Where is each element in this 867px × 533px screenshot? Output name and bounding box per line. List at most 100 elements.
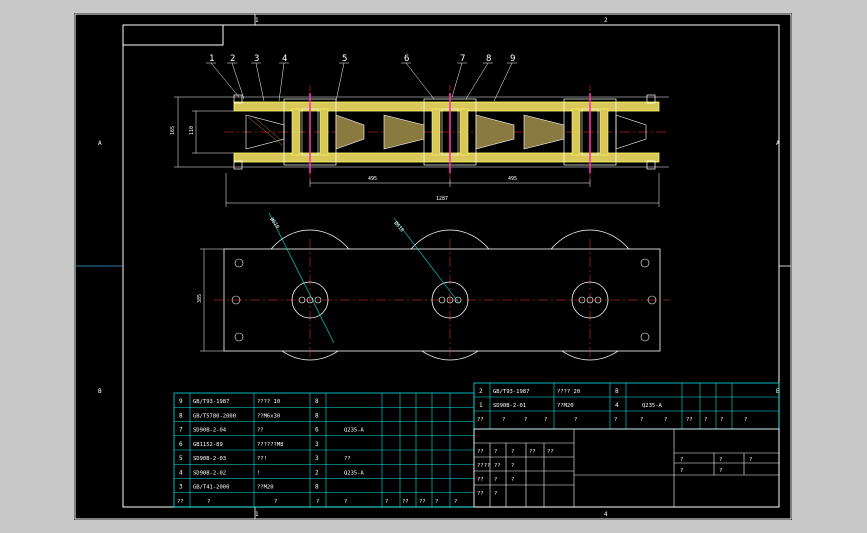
bom-left-no: 8: [179, 412, 183, 419]
section-view: 1 2 3 4 5 6 7 8 9 165 1: [170, 54, 669, 207]
bom-left-std: GB/T93-1987: [193, 399, 229, 405]
drawing-canvas[interactable]: 1 2 1 4 A B A B: [74, 13, 792, 520]
bom-left-header-cell: ?: [274, 499, 277, 505]
title-block-cell: ??: [477, 449, 484, 455]
dim-overall: 1287: [436, 196, 448, 202]
corner-box: [122, 24, 224, 46]
bom-left-name: ???? 10: [257, 399, 280, 405]
bom-left-header-cell: ??: [402, 499, 409, 505]
bom-left-std: GB/T41-2000: [193, 485, 229, 491]
bom-right-header-cell: ??: [686, 417, 693, 423]
balloon-8: 8: [486, 54, 491, 64]
zone-bottom-2: 4: [604, 511, 608, 518]
bom-left-std: SD90B-2-02: [193, 470, 226, 476]
bom-right-header-cell: ?: [544, 417, 547, 423]
bom-right-header-cell: ?: [524, 417, 527, 423]
bom-left-no: 6: [179, 441, 183, 448]
title-block-cell: ?: [494, 491, 497, 497]
bom-left-header-cell: ?: [316, 499, 319, 505]
top-plate: [233, 101, 660, 112]
dim-height-outer: 165: [170, 126, 176, 135]
drawing-sheet[interactable]: 1 2 1 4 A B A B: [74, 13, 792, 520]
dim-plate-height: 385: [197, 294, 203, 303]
bom-right-no: 2: [479, 388, 483, 395]
title-block-cell: ????: [477, 463, 490, 469]
title-block-cell: ??: [547, 449, 554, 455]
bom-left-qty: 3: [315, 441, 319, 448]
bom-left-qty: 2: [315, 469, 319, 476]
title-block-cell: ?: [680, 468, 683, 474]
bom-left-qty: 8: [315, 412, 319, 419]
balloon-6: 6: [404, 54, 409, 64]
bom-left-mat: Q235-A: [344, 470, 365, 476]
title-block-cell: ?: [494, 449, 497, 455]
balloon-7: 7: [460, 54, 465, 64]
bom-right-header-cell: ?: [574, 417, 577, 423]
bom-right-name: ??M20: [557, 403, 574, 409]
bom-left-std: SD90B-2-04: [193, 428, 227, 434]
title-block-cell: ?: [511, 463, 514, 469]
dim-height-inner: 110: [189, 126, 195, 135]
bom-left-qty: 6: [315, 427, 319, 434]
title-block-cell: ??: [477, 477, 484, 483]
zone-right-a: A: [776, 140, 780, 147]
bom-left-name: ??M20: [257, 485, 274, 491]
title-block-cell: ?: [719, 457, 722, 463]
sheave-2: [383, 93, 515, 173]
bom-left-no: 5: [179, 455, 183, 462]
outer-border: [74, 13, 792, 520]
bom-right-header-cell: ?: [744, 417, 747, 423]
bom-left-qty: 3: [315, 455, 319, 462]
title-block-cell: ?: [494, 477, 497, 483]
balloon-2: 2: [230, 54, 235, 64]
zone-top-2: 2: [604, 17, 608, 24]
title-block-cell: ?: [719, 468, 722, 474]
bom-left-header-cell: ?: [344, 499, 347, 505]
bom-right-header-cell: ?: [720, 417, 723, 423]
balloon-3: 3: [254, 54, 259, 64]
bom-right-mat: Q235-A: [642, 403, 663, 409]
bom-right-header-cell: ?: [502, 417, 505, 423]
bom-left-no: 4: [179, 469, 183, 476]
bom-left-header-cell: ??: [419, 499, 426, 505]
bom-left-header-cell: ?: [385, 499, 388, 505]
bom-left-name: !: [257, 470, 260, 476]
bom-left-mat: ??: [344, 456, 351, 462]
bom-right-no: 1: [479, 402, 483, 409]
dim-diameter-2: Ø610: [392, 220, 405, 234]
balloon-4: 4: [282, 54, 287, 64]
bom-right-qty: 8: [615, 388, 619, 395]
bom-left-std: GB1152-89: [193, 442, 223, 448]
bom-left-header-cell: ?: [207, 499, 210, 505]
zone-right-b: B: [776, 388, 780, 395]
plan-view: Ø610 Ø610 385: [197, 212, 670, 361]
title-block: ???????????????????????????: [473, 428, 780, 508]
title-block-cell: ??: [494, 463, 501, 469]
bom-left-no: 3: [179, 484, 183, 491]
bom-right-header-cell: ?: [664, 417, 667, 423]
bom-left-qty: 8: [315, 398, 319, 405]
bom-right-header-cell: ?: [614, 417, 617, 423]
bom-right-std: SD90B-2-01: [493, 403, 526, 409]
bom-right-name: ???? 20: [557, 389, 580, 395]
zone-bottom-1: 1: [255, 511, 259, 518]
title-block-cell: ?: [749, 457, 752, 463]
bom-right-header-cell: ?: [704, 417, 707, 423]
dim-span-right: 495: [508, 176, 517, 182]
bom-right-header-cell: ?: [640, 417, 643, 423]
balloon-5: 5: [342, 54, 347, 64]
bom-left-name: ??????M8: [257, 442, 284, 448]
title-block-cell: ?: [511, 449, 514, 455]
title-block-cell: ?: [680, 457, 683, 463]
zone-left-a: A: [98, 140, 102, 147]
title-block-cell: ??: [529, 449, 536, 455]
bom-left-no: 7: [179, 427, 183, 434]
bottom-plate: [233, 152, 660, 163]
bom-left-std: SD90B-2-03: [193, 456, 226, 462]
bom-left-qty: 8: [315, 484, 319, 491]
bom-right-std: GB/T93-1987: [493, 389, 529, 395]
bom-left-no: 9: [179, 398, 183, 405]
